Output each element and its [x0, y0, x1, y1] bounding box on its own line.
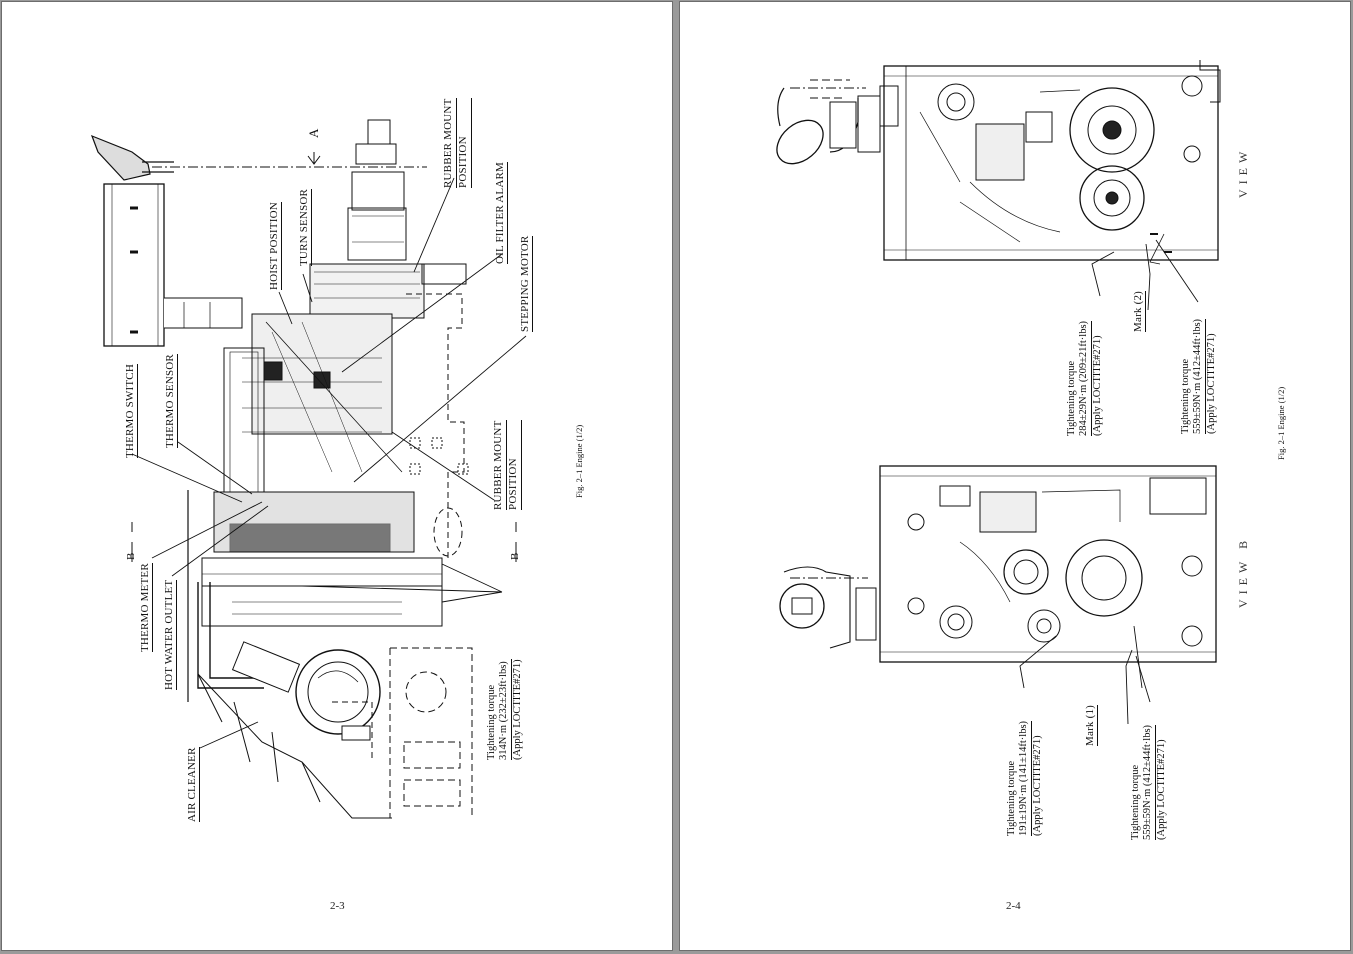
label-turn-sensor: TURN SENSOR — [298, 188, 312, 266]
page-number-left: 2-3 — [330, 900, 345, 912]
engine-side-diagram — [90, 119, 527, 819]
page-number-right: 2-4 — [1006, 900, 1021, 912]
right-page: VIEW VIEW B Mark (2) Mark (1) Tightening… — [680, 2, 1350, 950]
engine-top-views-diagram — [776, 60, 1221, 725]
label-hot-water-outlet: HOT WATER OUTLET — [163, 579, 177, 690]
view-a-drawing — [776, 60, 1221, 265]
view-a-label: VIEW — [1236, 146, 1250, 198]
label-rubber-mount-top: RUBBER MOUNT POSITION — [442, 98, 472, 188]
label-thermo-meter: THERMO METER — [139, 563, 153, 652]
label-thermo-sensor: THERMO SENSOR — [164, 354, 178, 448]
drive-shaft — [347, 119, 407, 261]
label-thermo-switch: THERMO SWITCH — [124, 364, 138, 458]
air-cleaner — [197, 641, 392, 819]
exhaust-pipe — [90, 134, 174, 181]
torque-note-view-b-left: Tightening torque 191±19N·m (141±14ft·lb… — [1006, 720, 1043, 836]
frame-structure — [389, 647, 473, 818]
label-air-cleaner: AIR CLEANER — [186, 747, 200, 822]
left-page: RUBBER MOUNT POSITION A TURN SENSOR HOIS… — [2, 2, 672, 950]
label-stepping-motor: STEPPING MOTOR — [519, 235, 533, 332]
torque-note-left: Tightening torque 314N·m (232±23ft·lbs) … — [486, 659, 523, 760]
leader-lines — [131, 177, 527, 749]
label-section-b-left: B — [125, 552, 137, 560]
mark-2-label: Mark (2) — [1132, 290, 1146, 332]
torque-note-view-b-right: Tightening torque 559±59N·m (412±44ft·lb… — [1130, 724, 1167, 840]
label-rubber-mount-bottom: RUBBER MOUNT POSITION — [492, 420, 522, 510]
view-b-label: VIEW B — [1236, 535, 1250, 608]
torque-note-view-a-left: Tightening torque 284±29N·m (209±21ft·lb… — [1066, 320, 1103, 436]
view-b-drawing — [779, 465, 1217, 663]
label-oil-filter-alarm: OIL FILTER ALARM — [494, 161, 508, 264]
figure-caption-left: Fig. 2–1 Engine (1/2) — [574, 424, 584, 498]
mark-1-label: Mark (1) — [1084, 704, 1098, 746]
figure-caption-right: Fig. 2–1 Engine (1/2) — [1276, 386, 1286, 460]
label-section-b-right: B — [509, 552, 521, 560]
engine-block — [187, 263, 467, 702]
label-section-a: A — [306, 128, 321, 138]
torque-note-view-a-right: Tightening torque 559±59N·m (412±44ft·lb… — [1180, 318, 1217, 434]
label-hoist-position: HOIST POSITION — [268, 202, 282, 290]
